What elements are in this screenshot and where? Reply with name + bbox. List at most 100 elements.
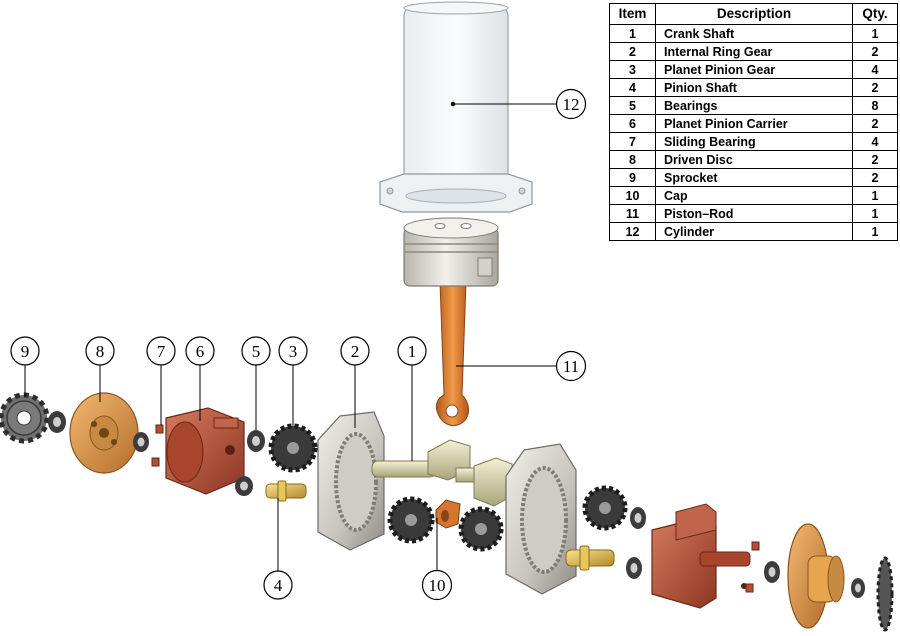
internal-ring-gear-left: [317, 411, 385, 551]
cell-description: Sliding Bearing: [655, 132, 853, 151]
cell-item: 10: [609, 186, 656, 205]
cell-qty: 4: [852, 60, 898, 79]
callout-6: 6: [185, 336, 215, 366]
callout-1: 1: [397, 336, 427, 366]
cell-description: Planet Pinion Carrier: [655, 114, 853, 133]
callout-12: 12: [555, 88, 587, 120]
svg-text:10: 10: [429, 576, 446, 595]
cell-item: 4: [609, 78, 656, 97]
svg-text:2: 2: [351, 342, 360, 361]
sprocket-left: [0, 392, 50, 444]
header-qty: Qty.: [852, 3, 898, 25]
svg-text:8: 8: [96, 342, 105, 361]
cap: [435, 499, 461, 529]
planet-pinion-gear-left-b: [387, 496, 435, 544]
pinion-shaft-left: [265, 480, 307, 502]
callout-4: 4: [263, 570, 293, 600]
driven-disc-right: [787, 523, 845, 629]
cell-description: Planet Pinion Gear: [655, 60, 853, 79]
cell-description: Driven Disc: [655, 150, 853, 169]
bearing-left-c: [235, 476, 253, 496]
cell-qty: 2: [852, 114, 898, 133]
svg-text:3: 3: [289, 342, 298, 361]
svg-text:11: 11: [563, 357, 579, 376]
cell-qty: 1: [852, 186, 898, 205]
pinion-shaft-right: [565, 545, 615, 571]
cell-qty: 1: [852, 24, 898, 43]
cell-description: Cap: [655, 186, 853, 205]
callout-11: 11: [555, 350, 587, 382]
cell-qty: 2: [852, 42, 898, 61]
cell-qty: 2: [852, 168, 898, 187]
cell-description: Piston–Rod: [655, 204, 853, 223]
cell-qty: 1: [852, 204, 898, 223]
cell-item: 8: [609, 150, 656, 169]
bearing-right-b: [626, 557, 642, 579]
svg-text:5: 5: [252, 342, 261, 361]
cell-item: 11: [609, 204, 656, 223]
internal-ring-gear-right: [505, 443, 577, 595]
planet-carrier-right: [651, 503, 751, 609]
cell-description: Internal Ring Gear: [655, 42, 853, 61]
planet-carrier-left: [165, 407, 245, 495]
callout-2: 2: [340, 336, 370, 366]
svg-text:9: 9: [21, 342, 30, 361]
svg-text:7: 7: [157, 342, 166, 361]
cell-qty: 2: [852, 78, 898, 97]
planet-pinion-gear-right: [582, 485, 628, 531]
cell-item: 3: [609, 60, 656, 79]
cylinder: [379, 1, 533, 213]
cell-qty: 1: [852, 222, 898, 241]
table-header-row: Item Description Qty.: [609, 3, 898, 25]
cell-item: 12: [609, 222, 656, 241]
header-item: Item: [609, 3, 656, 25]
piston-rod: [403, 217, 499, 427]
sliding-bearings-left: [151, 424, 164, 467]
crank-shaft: [371, 439, 513, 507]
bearing-left-b: [133, 432, 149, 452]
cell-qty: 4: [852, 132, 898, 151]
cell-item: 5: [609, 96, 656, 115]
cell-item: 2: [609, 42, 656, 61]
bearing-left-d: [247, 430, 265, 452]
bearing-left-a: [48, 411, 66, 433]
svg-text:6: 6: [196, 342, 205, 361]
callout-8: 8: [85, 336, 115, 366]
svg-text:12: 12: [563, 95, 580, 114]
cell-qty: 2: [852, 150, 898, 169]
cell-description: Bearings: [655, 96, 853, 115]
svg-text:4: 4: [274, 576, 283, 595]
leader-lines: [24, 101, 556, 571]
cell-item: 7: [609, 132, 656, 151]
cell-description: Sprocket: [655, 168, 853, 187]
callout-3: 3: [278, 336, 308, 366]
planet-pinion-gear-left-c: [458, 506, 504, 552]
cell-item: 9: [609, 168, 656, 187]
sprocket-right: [876, 556, 894, 632]
cell-item: 1: [609, 24, 656, 43]
cell-item: 6: [609, 114, 656, 133]
planet-pinion-gear-left-a: [268, 423, 318, 473]
cell-description: Crank Shaft: [655, 24, 853, 43]
callout-10: 10: [421, 569, 453, 601]
callout-9: 9: [10, 336, 40, 366]
bearing-right-c: [764, 561, 780, 583]
cell-qty: 8: [852, 96, 898, 115]
svg-text:1: 1: [408, 342, 417, 361]
callout-5: 5: [241, 336, 271, 366]
callout-7: 7: [146, 336, 176, 366]
bearing-right-a: [630, 507, 646, 529]
